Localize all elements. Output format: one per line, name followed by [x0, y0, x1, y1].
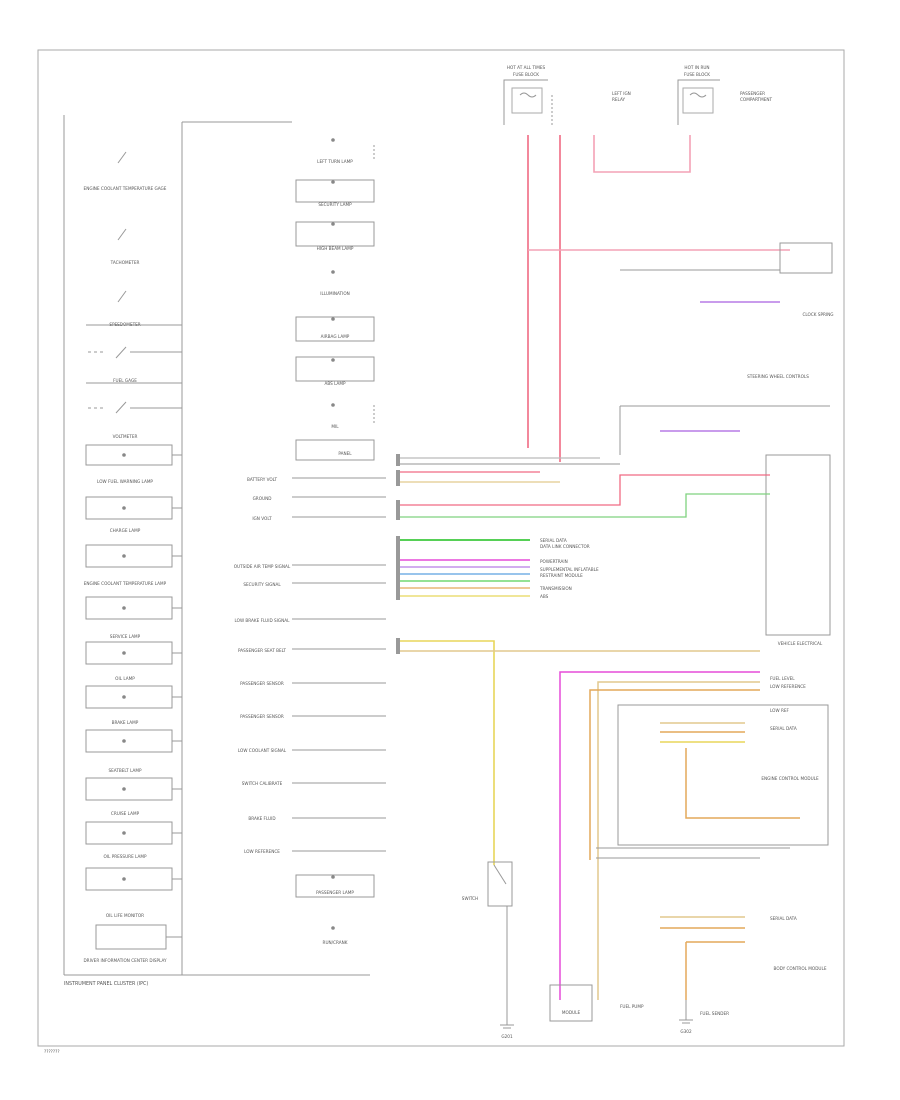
label-bcm: BODY CONTROL MODULE — [774, 966, 827, 971]
bottom-switch: SWITCH MODULE — [462, 861, 581, 1015]
right-lamp-symbols — [331, 138, 335, 930]
indicator-high-beam: HIGH BEAM LAMP — [317, 246, 354, 251]
ground-g201: G201 — [501, 1034, 513, 1039]
indicator-seatbelt: SEATBELT LAMP — [109, 768, 142, 773]
bus-serial-data: SERIAL DATA — [540, 538, 567, 543]
label-steering-controls: STEERING WHEEL CONTROLS — [747, 374, 809, 379]
fuse-title-right: HOT IN RUN — [684, 65, 709, 70]
label-serial-data-2: SERIAL DATA — [770, 916, 797, 921]
svg-text:LEFT IGN: LEFT IGN — [612, 91, 631, 96]
pin-low-coolant: LOW COOLANT SIGNAL — [238, 748, 287, 753]
indicator-ect-lamp: ENGINE COOLANT TEMPERATURE LAMP — [84, 581, 167, 586]
label-low-ref-2: LOW REF — [770, 708, 790, 713]
fuse-label-right: FUSE BLOCK — [684, 72, 710, 77]
ipc-connector-stub — [396, 454, 400, 654]
main-harness — [398, 457, 770, 865]
pin-low-brake: LOW BRAKE FLUID SIGNAL — [234, 618, 290, 623]
indicator-ect-gage: ENGINE COOLANT TEMPERATURE GAGE — [84, 186, 167, 191]
right-lamp-boxes — [295, 145, 375, 898]
lower-right-boxes — [549, 704, 829, 1022]
label-serial-data-1: SERIAL DATA — [770, 726, 797, 731]
left-lamp-symbols — [122, 453, 126, 881]
wire-red-feed — [527, 135, 790, 462]
label-fuel-sender: FUEL SENDER — [700, 1011, 729, 1016]
page-tag: ??????? — [44, 1049, 60, 1054]
left-indicators: ENGINE COOLANT TEMPERATURE GAGE TACHOMET… — [83, 186, 167, 963]
pin-battery-volt: BATTERY VOLT — [247, 477, 277, 482]
indicator-cruise: CRUISE LAMP — [111, 811, 140, 816]
bus-labels: SERIAL DATA DATA LINK CONNECTOR POWERTRA… — [539, 538, 599, 599]
bus-trans: TRANSMISSION — [539, 586, 572, 591]
pin-pass-sensor-1: PASSENGER SENSOR — [240, 681, 284, 686]
ground-symbols: G201 G302 — [500, 1000, 693, 1039]
switch-label: SWITCH — [462, 896, 478, 901]
indicator-run-crank: RUN/CRANK — [323, 940, 348, 945]
pin-pass-belt: PASSENGER SEAT BELT — [238, 648, 286, 653]
clock-spring-area: CLOCK SPRING STEERING WHEEL CONTROLS — [620, 242, 834, 379]
indicator-volt: VOLTMETER — [113, 434, 138, 439]
lower-right-labels: FUEL LEVEL LOW REFERENCE LOW REF SERIAL … — [620, 676, 827, 1016]
left-lamp-boxes — [85, 324, 182, 950]
label-low-ref: LOW REFERENCE — [770, 684, 806, 689]
fuse-label-left: FUSE BLOCK — [513, 72, 539, 77]
label-clock-spring: CLOCK SPRING — [802, 312, 833, 317]
bus-sir: SUPPLEMENTAL INFLATABLE — [540, 567, 599, 572]
indicator-illum: ILLUMINATION — [320, 291, 350, 296]
indicator-left-turn: LEFT TURN LAMP — [317, 159, 353, 164]
pin-security: SECURITY SIGNAL — [243, 582, 281, 587]
diagram-frame — [37, 49, 845, 1047]
pin-brake-fluid: BRAKE FLUID — [248, 816, 275, 821]
indicator-abs: ABS LAMP — [324, 381, 346, 386]
bus-abs: ABS — [540, 594, 549, 599]
lower-right-harness — [559, 671, 800, 1000]
label-vehicle-electrical: VEHICLE ELECTRICAL — [778, 641, 823, 646]
indicator-brake: BRAKE LAMP — [112, 720, 139, 725]
indicator-oil-life: OIL LIFE MONITOR — [106, 913, 144, 918]
indicator-airbag: AIRBAG LAMP — [321, 334, 350, 339]
label-fuel-level: FUEL LEVEL — [770, 676, 795, 681]
gauge-group — [115, 151, 127, 414]
indicator-oil-pressure: OIL PRESSURE LAMP — [104, 854, 147, 859]
indicator-security: SECURITY LAMP — [318, 202, 352, 207]
right-indicators: LEFT TURN LAMP SECURITY LAMP HIGH BEAM L… — [316, 159, 354, 945]
indicator-passenger: PASSENGER LAMP — [316, 890, 354, 895]
pin-low-ref: LOW REFERENCE — [244, 849, 280, 854]
steering-control-block: VEHICLE ELECTRICAL — [619, 405, 831, 646]
indicator-low-fuel: LOW FUEL WARNING LAMP — [97, 479, 153, 484]
svg-text:RELAY: RELAY — [612, 97, 626, 102]
indicator-fuel: FUEL GAGE — [113, 378, 137, 383]
svg-text:COMPARTMENT: COMPARTMENT — [740, 97, 773, 102]
fuse-block-right: HOT IN RUN FUSE BLOCK PASSENGER COMPARTM… — [677, 65, 773, 125]
bus-dlc: DATA LINK CONNECTOR — [540, 544, 590, 549]
svg-text:PASSENGER: PASSENGER — [740, 91, 765, 96]
pin-ign-volt: IGN VOLT — [252, 516, 272, 521]
ground-g302: G302 — [680, 1029, 692, 1034]
indicator-oil: OIL LAMP — [115, 676, 135, 681]
indicator-panel: PANEL — [338, 451, 352, 456]
bus-powertrain: POWERTRAIN — [540, 559, 568, 564]
pin-ground: GROUND — [253, 496, 272, 501]
cluster-label: INSTRUMENT PANEL CLUSTER (IPC) — [64, 981, 148, 987]
label-fuel-pump: FUEL PUMP — [620, 1004, 644, 1009]
pin-switch-cal: SWITCH CALIBRATE — [242, 781, 283, 786]
ipc-pins: BATTERY VOLT GROUND IGN VOLT OUTSIDE AIR… — [234, 477, 386, 854]
indicator-service: SERVICE LAMP — [110, 634, 141, 639]
fuse-block-left: HOT AT ALL TIMES FUSE BLOCK LEFT IGN REL… — [503, 65, 631, 125]
indicator-tach: TACHOMETER — [110, 260, 140, 265]
label-ecm: ENGINE CONTROL MODULE — [761, 776, 819, 781]
indicator-mil: MIL — [331, 424, 339, 429]
module-label: MODULE — [562, 1010, 581, 1015]
indicator-dic: DRIVER INFORMATION CENTER DISPLAY — [83, 958, 167, 963]
pin-oat: OUTSIDE AIR TEMP SIGNAL — [234, 564, 291, 569]
bus-srm: RESTRAINT MODULE — [540, 573, 583, 578]
fuse-title-left: HOT AT ALL TIMES — [507, 65, 546, 70]
pin-pass-sensor-2: PASSENGER SENSOR — [240, 714, 284, 719]
indicator-charge: CHARGE LAMP — [110, 528, 141, 533]
